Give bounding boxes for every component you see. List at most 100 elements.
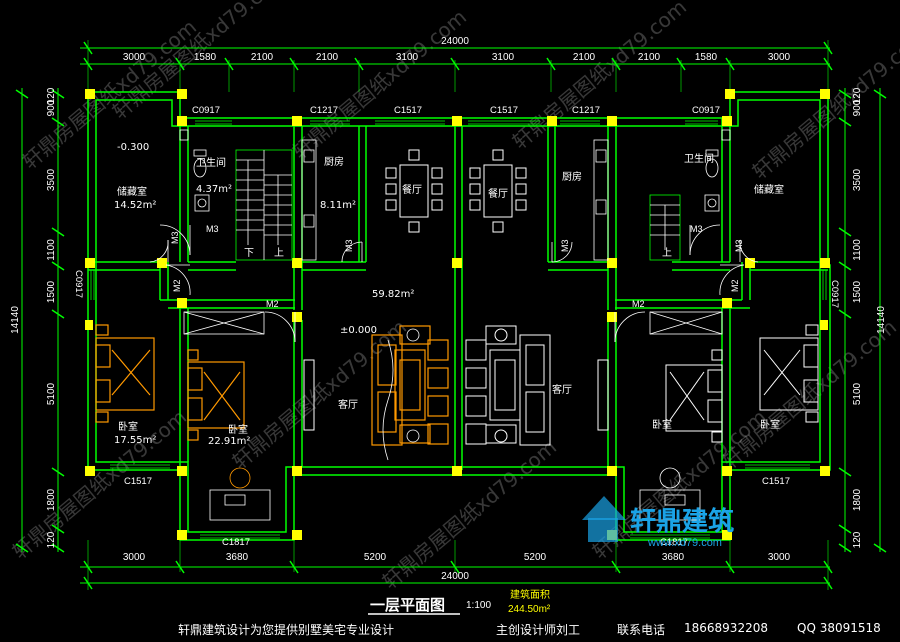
watermark: 轩鼎房屋图纸xd79.com xyxy=(718,315,900,474)
stair-up-label: 上 xyxy=(274,247,284,259)
door-m2-bed-2: M2 xyxy=(266,299,279,309)
watermark: 轩鼎房屋图纸xd79.com xyxy=(228,315,411,474)
dim-text: 1800 xyxy=(46,488,57,511)
area-label: 建筑面积 xyxy=(510,588,550,601)
storage-label-left: 储藏室 xyxy=(117,185,147,198)
dim-text: 3000 xyxy=(768,52,791,63)
windows xyxy=(90,120,827,539)
area-value: 244.50m² xyxy=(508,604,551,615)
stairs-right xyxy=(649,194,681,261)
door-m2-bed-4: M2 xyxy=(730,279,740,292)
kitchen-counters xyxy=(301,139,609,261)
dim-text: 3680 xyxy=(226,552,249,563)
dim-text: 3680 xyxy=(662,552,685,563)
dim-text: 3000 xyxy=(123,52,146,63)
dim-text: 1580 xyxy=(695,52,718,63)
bath-fixtures xyxy=(179,129,731,212)
footer-bar: 轩鼎建筑设计为您提供别墅美宅专业设计 主创设计师刘工 联系电话 18668932… xyxy=(0,617,900,642)
level-marker: -0.300 xyxy=(117,142,149,153)
plan-scale: 1:100 xyxy=(466,600,491,611)
top-dimensions: 24000 3000 1580 2100 2100 3100 3100 2100… xyxy=(123,36,791,63)
wardrobes xyxy=(183,311,723,335)
dim-text: 1580 xyxy=(194,52,217,63)
watermark: 轩鼎房屋图纸xd79.com xyxy=(8,405,191,564)
door-m3-bath-right: M3 xyxy=(690,224,703,234)
dining-label-left: 餐厅 xyxy=(402,183,422,196)
desks xyxy=(209,467,701,521)
dim-text: 5100 xyxy=(46,382,57,405)
bedroom-label-4: 卧室 xyxy=(760,418,780,431)
window-c1217-left: C1217 xyxy=(310,105,338,116)
door-m3-storage-left: M3 xyxy=(170,231,180,244)
dim-text: 900 xyxy=(852,99,863,116)
dim-text: 5200 xyxy=(364,552,387,563)
dim-text: 2100 xyxy=(573,52,596,63)
bedroom-label-3: 卧室 xyxy=(652,418,672,431)
sofa-set-right xyxy=(465,325,551,446)
hall-area: 59.82m² xyxy=(372,289,414,300)
dim-text: 1500 xyxy=(46,280,57,303)
dim-text: 120 xyxy=(852,531,863,548)
beds-right xyxy=(665,324,819,443)
footer-phone: 18668932208 xyxy=(684,621,768,635)
bedroom-label-1: 卧室 xyxy=(118,420,138,433)
logo-name: 轩鼎建筑 xyxy=(630,506,734,537)
window-c0917-right: C0917 xyxy=(692,105,720,116)
window-c1517-left: C1517 xyxy=(394,105,422,116)
dim-text: 120 xyxy=(46,87,57,104)
dim-text: 5100 xyxy=(852,382,863,405)
door-m3-bath-left: M3 xyxy=(206,224,219,234)
total-width-top: 24000 xyxy=(441,36,469,47)
window-c1517-right: C1517 xyxy=(490,105,518,116)
bath-label-left: 卫生间 xyxy=(196,156,226,169)
dim-text: 3100 xyxy=(396,52,419,63)
dining-set-right xyxy=(469,149,527,233)
door-labels: M3 M3 M3 M3 M3 M3 M2 M2 M2 M2 xyxy=(170,224,744,309)
kitchen-label-right: 厨房 xyxy=(562,170,582,183)
dim-text: 1100 xyxy=(852,239,863,261)
footer-qq: QQ 38091518 xyxy=(797,621,881,635)
window-c0917-side-right: C0917 xyxy=(829,280,840,308)
dim-text: 900 xyxy=(46,99,57,116)
kitchen-area-left: 8.11m² xyxy=(320,200,356,211)
dim-text: 2100 xyxy=(316,52,339,63)
door-m3-storage-right: M3 xyxy=(734,239,744,252)
door-m2-bed-1: M2 xyxy=(172,279,182,292)
footer-designer: 主创设计师刘工 xyxy=(496,623,581,637)
stair-up-label-right: 上 xyxy=(662,247,672,259)
window-c1517-br: C1517 xyxy=(762,476,790,487)
total-depth-left: 14140 xyxy=(10,306,21,334)
storage-label-right: 储藏室 xyxy=(754,183,784,196)
dim-text: 5200 xyxy=(524,552,547,563)
door-swings xyxy=(149,224,759,343)
dim-text: 3100 xyxy=(492,52,515,63)
plan-title: 一层平面图 xyxy=(370,596,445,614)
window-c0917-left: C0917 xyxy=(192,105,220,116)
tv-cabinets xyxy=(303,359,609,431)
dim-text: 2100 xyxy=(251,52,274,63)
footer-contact-label: 联系电话 xyxy=(617,623,666,637)
logo-house-icon xyxy=(588,518,618,542)
dim-text: 2100 xyxy=(638,52,661,63)
watermark: 轩鼎房屋图纸xd79.com xyxy=(508,0,691,154)
footer-slogan: 轩鼎建筑设计为您提供别墅美宅专业设计 xyxy=(178,623,395,637)
dining-set-left xyxy=(385,149,443,233)
door-m3-kitchen-left: M3 xyxy=(344,239,354,252)
beds xyxy=(95,324,245,441)
logo-roof-icon xyxy=(582,496,626,520)
window-c0917-side-left: C0917 xyxy=(73,270,84,298)
dim-text: 1500 xyxy=(852,280,863,303)
bedroom-area-1: 17.55m² xyxy=(114,435,156,446)
dim-text: 3000 xyxy=(123,552,146,563)
window-c1817-left: C1817 xyxy=(222,537,250,548)
bedroom-label-2: 卧室 xyxy=(228,423,248,436)
dim-text: 1100 xyxy=(46,239,57,261)
total-depth-right: 14140 xyxy=(876,306,887,334)
window-labels: C0917 C1217 C1517 C1517 C1217 C0917 C151… xyxy=(73,105,840,548)
dim-text: 3000 xyxy=(768,552,791,563)
bath-label-right: 卫生间 xyxy=(684,152,714,165)
stairs-left xyxy=(235,149,293,261)
drawing-title: 一层平面图 1:100 建筑面积 244.50m² xyxy=(368,588,551,615)
